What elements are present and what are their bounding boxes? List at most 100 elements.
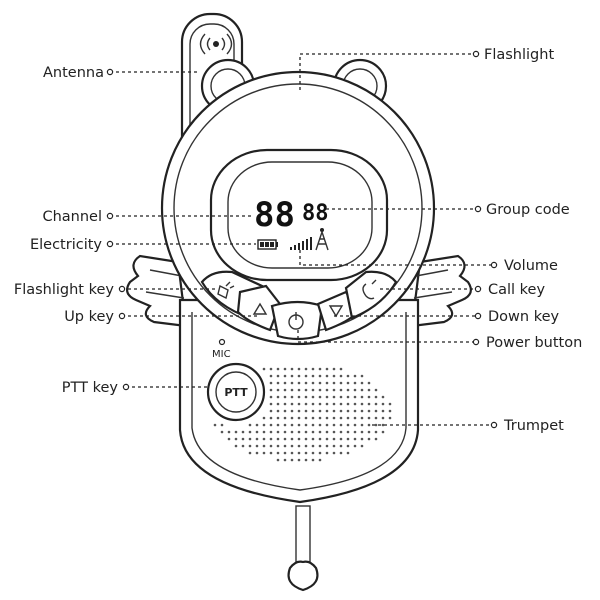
speaker-hole — [297, 388, 301, 392]
speaker-hole — [283, 388, 287, 392]
label-volume: Volume — [504, 258, 558, 274]
speaker-hole — [311, 388, 315, 392]
speaker-hole — [339, 444, 343, 448]
speaker-hole — [367, 430, 371, 434]
speaker-hole — [290, 423, 294, 427]
power-button[interactable] — [288, 312, 304, 330]
speaker-hole — [374, 409, 378, 413]
speaker-hole — [353, 444, 357, 448]
speaker-hole — [318, 430, 322, 434]
speaker-hole — [346, 451, 350, 455]
speaker-hole — [269, 374, 273, 378]
triangle-down-icon — [328, 305, 344, 318]
speaker-hole — [318, 458, 322, 462]
speaker-hole — [367, 416, 371, 420]
down-key[interactable] — [328, 305, 344, 318]
speaker-hole — [367, 437, 371, 441]
speaker-hole — [297, 416, 301, 420]
speaker-hole — [318, 381, 322, 385]
speaker-hole — [304, 430, 308, 434]
speaker-hole — [311, 458, 315, 462]
speaker-hole — [269, 430, 273, 434]
label-ptt-key: PTT key — [62, 380, 119, 396]
speaker-hole — [374, 437, 378, 441]
speaker-hole — [318, 409, 322, 413]
speaker-hole — [234, 430, 238, 434]
speaker-hole — [304, 451, 308, 455]
speaker-hole — [269, 451, 273, 455]
speaker-hole — [297, 437, 301, 441]
speaker-hole — [346, 416, 350, 420]
speaker-hole — [360, 444, 364, 448]
speaker-hole — [346, 381, 350, 385]
speaker-hole — [325, 444, 329, 448]
speaker-hole — [269, 381, 273, 385]
speaker-hole — [353, 395, 357, 399]
speaker-hole — [262, 367, 266, 371]
speaker-hole — [311, 367, 315, 371]
speaker-hole — [374, 395, 378, 399]
ptt-key[interactable]: PTT — [206, 362, 266, 422]
speaker-hole — [311, 395, 315, 399]
speaker-hole — [332, 430, 336, 434]
up-key[interactable] — [252, 302, 268, 315]
label-trumpet: Trumpet — [503, 418, 564, 434]
speaker-hole — [276, 409, 280, 413]
speaker-hole — [381, 430, 385, 434]
speaker-hole — [276, 402, 280, 406]
speaker-hole — [290, 367, 294, 371]
call-key[interactable] — [362, 279, 377, 300]
speaker-hole — [213, 423, 217, 427]
speaker-hole — [283, 381, 287, 385]
speaker-hole — [318, 437, 322, 441]
speaker-hole — [332, 388, 336, 392]
speaker-hole — [325, 381, 329, 385]
speaker-hole — [276, 458, 280, 462]
speaker-hole — [332, 423, 336, 427]
speaker-hole — [332, 395, 336, 399]
speaker-hole — [360, 430, 364, 434]
speaker-hole — [304, 374, 308, 378]
speaker-hole — [346, 423, 350, 427]
speaker-hole — [332, 416, 336, 420]
speaker-grille — [213, 367, 392, 462]
speaker-hole — [297, 444, 301, 448]
speaker-hole — [318, 402, 322, 406]
speaker-hole — [339, 416, 343, 420]
speaker-hole — [346, 409, 350, 413]
speaker-hole — [290, 381, 294, 385]
speaker-hole — [339, 437, 343, 441]
speaker-hole — [367, 423, 371, 427]
speaker-hole — [311, 423, 315, 427]
speaker-hole — [297, 409, 301, 413]
speaker-hole — [339, 374, 343, 378]
speaker-hole — [276, 444, 280, 448]
speaker-hole — [304, 395, 308, 399]
flashlight-key[interactable] — [217, 281, 235, 300]
speaker-hole — [360, 395, 364, 399]
speaker-hole — [304, 423, 308, 427]
mic: MIC — [212, 338, 231, 360]
speaker-hole — [339, 430, 343, 434]
speaker-hole — [255, 451, 259, 455]
speaker-hole — [325, 437, 329, 441]
speaker-hole — [318, 423, 322, 427]
speaker-hole — [297, 402, 301, 406]
speaker-hole — [241, 437, 245, 441]
speaker-hole — [290, 374, 294, 378]
speaker-hole — [311, 444, 315, 448]
speaker-hole — [353, 437, 357, 441]
speaker-hole — [283, 430, 287, 434]
speaker-hole — [269, 367, 273, 371]
speaker-hole — [276, 430, 280, 434]
speaker-hole — [297, 458, 301, 462]
speaker-hole — [283, 437, 287, 441]
speaker-hole — [332, 367, 336, 371]
speaker-hole — [290, 451, 294, 455]
phone-icon — [362, 279, 377, 300]
mic-label: MIC — [212, 349, 231, 360]
speaker-hole — [374, 430, 378, 434]
speaker-hole — [311, 416, 315, 420]
speaker-hole — [388, 409, 392, 413]
